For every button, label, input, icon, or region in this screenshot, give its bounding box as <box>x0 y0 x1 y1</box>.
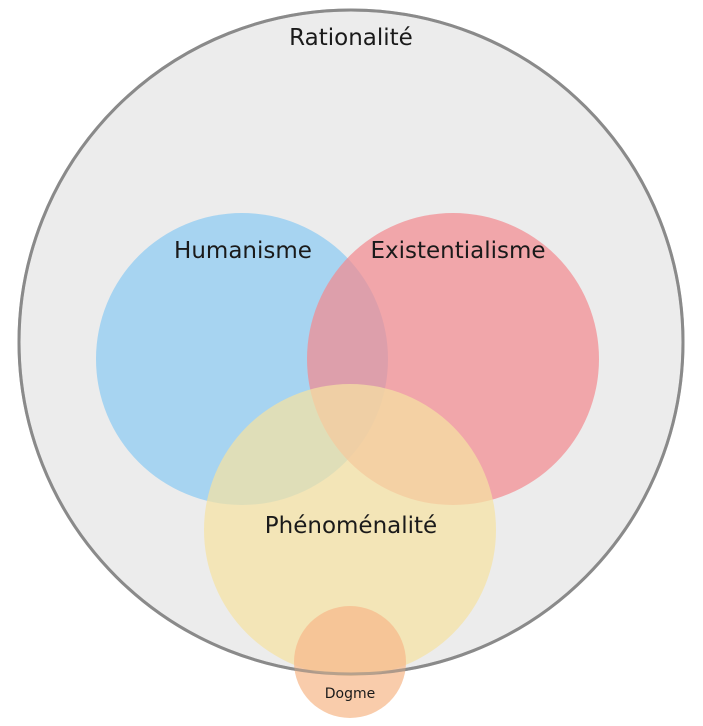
phenomenalite-circle <box>204 384 496 676</box>
existentialisme-label: Existentialisme <box>370 238 545 264</box>
rationalite-outline <box>17 8 685 676</box>
rationalite-label: Rationalité <box>289 25 413 51</box>
dogme-circle <box>294 606 406 718</box>
phenomenalite-label: Phénoménalité <box>265 513 437 539</box>
dogme-label: Dogme <box>325 686 375 702</box>
humanisme-label: Humanisme <box>174 238 312 264</box>
